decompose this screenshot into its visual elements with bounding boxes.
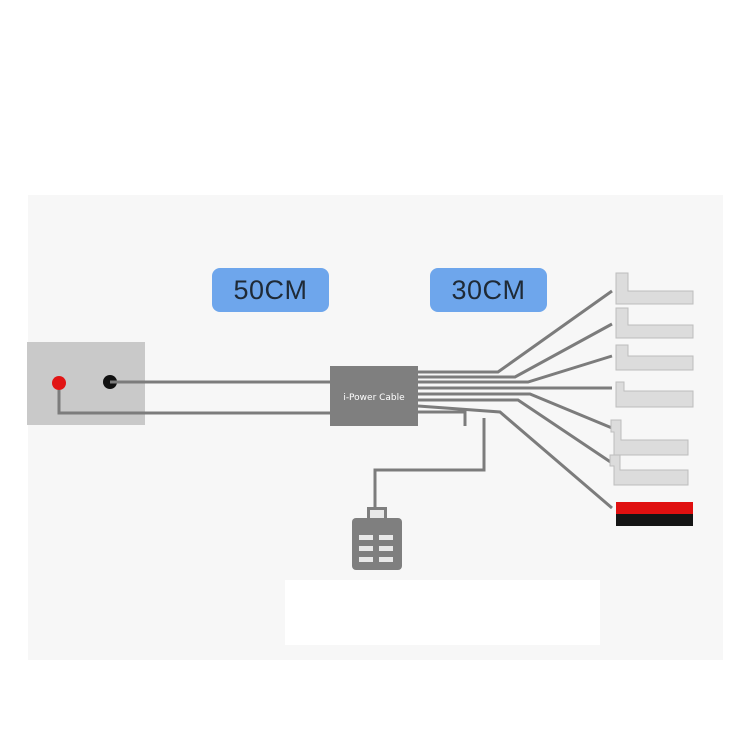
plug-body [352, 518, 402, 570]
output-cable-6 [418, 398, 613, 465]
positive-terminal-icon [52, 376, 66, 390]
output-cable-3 [418, 354, 613, 384]
plug-keys [359, 535, 393, 562]
length-label-50cm: 50CM [212, 268, 329, 312]
connector-group [609, 272, 694, 486]
flex-connector-icon [615, 307, 694, 339]
output-cable-8 [418, 410, 467, 426]
device-label: i-Power Cable [343, 393, 405, 403]
device-body [330, 366, 418, 426]
plug-tip-slot [370, 510, 384, 518]
plug-cable [373, 418, 486, 512]
flex-connector-icon [615, 272, 694, 305]
output-cable-1 [418, 289, 613, 374]
main-cables [57, 380, 330, 415]
background-gap [285, 580, 600, 645]
keypad-plug-icon [352, 507, 402, 570]
black-lead [616, 514, 693, 526]
output-cable-5 [418, 392, 613, 430]
output-cables [373, 289, 613, 512]
i-power-cable-device: i-Power Cable [330, 366, 418, 426]
flex-connector-icon [615, 381, 694, 408]
cable-positive [57, 390, 330, 415]
output-cable-7 [417, 404, 613, 510]
length-label-30cm: 30CM [430, 268, 547, 312]
red-black-lead-icon [616, 502, 693, 526]
flex-connector-icon [610, 419, 689, 456]
output-cable-2 [418, 322, 613, 379]
flex-connector-icon [609, 454, 689, 486]
flex-connector-icon [615, 344, 694, 371]
red-lead [616, 502, 693, 514]
